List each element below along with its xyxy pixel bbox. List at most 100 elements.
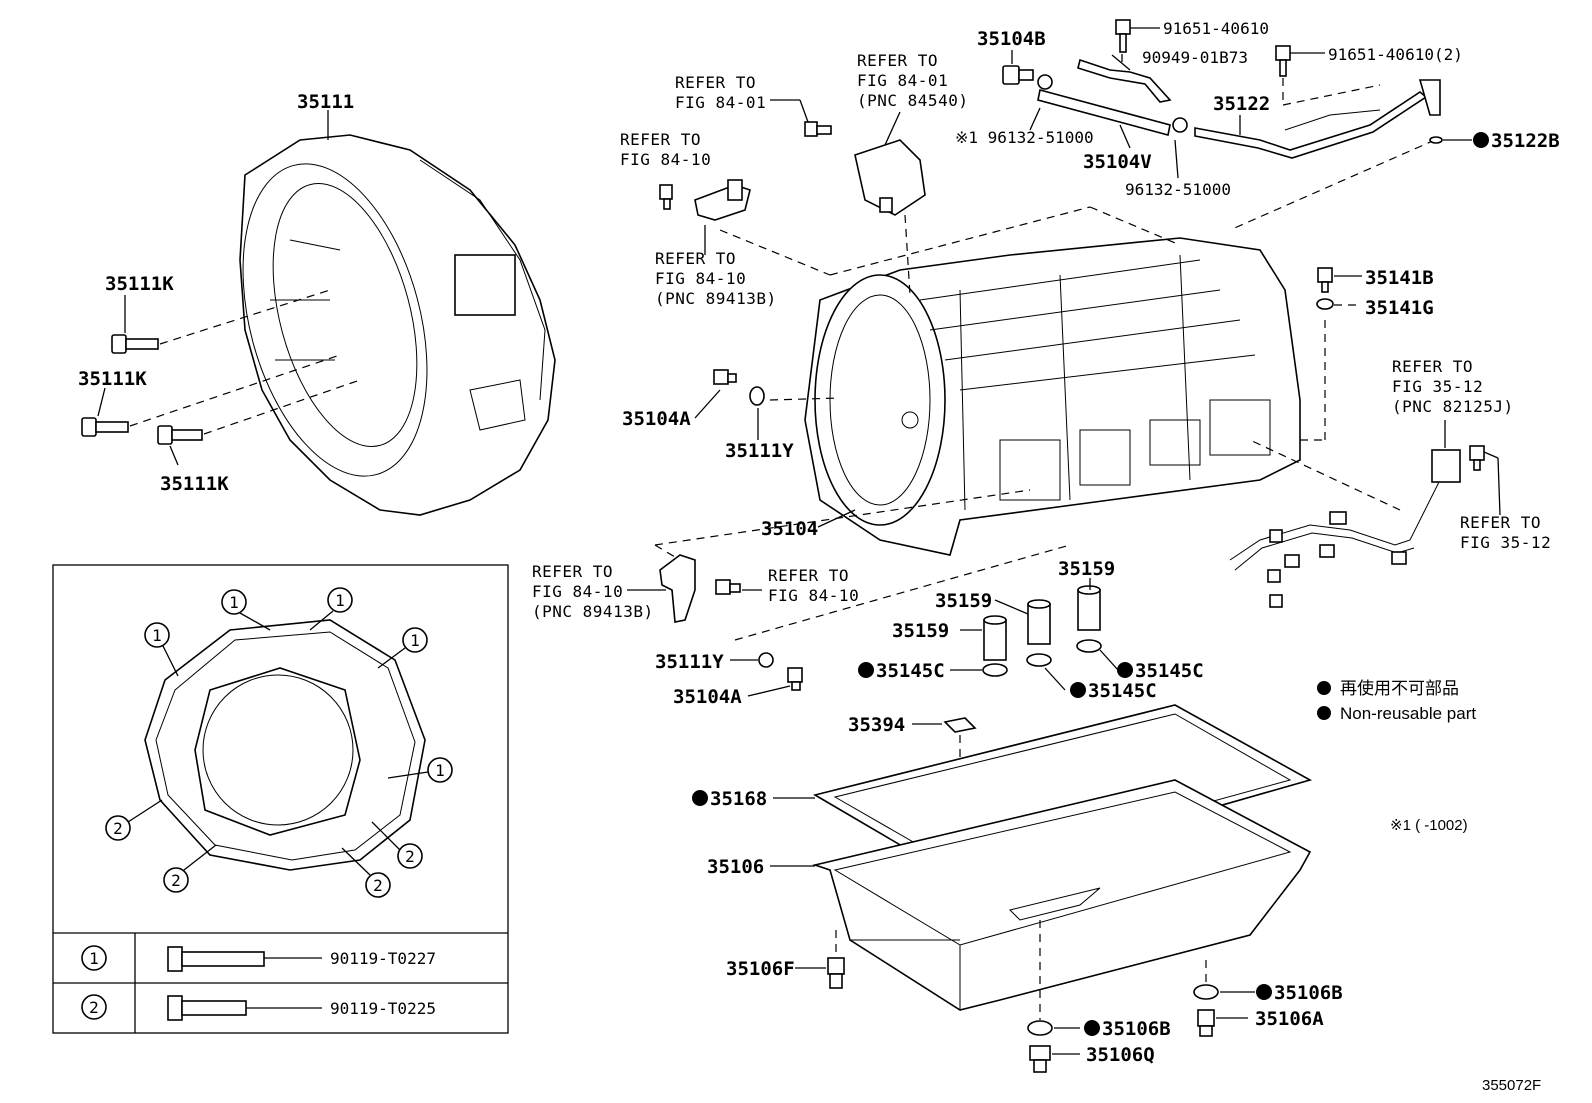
non-reusable-dot-icon — [1256, 984, 1272, 1000]
svg-text:FIG 35-12: FIG 35-12 — [1460, 533, 1551, 552]
gasket-35145c-icon — [1026, 653, 1052, 667]
label-35106q: 35106Q — [1086, 1044, 1155, 1066]
non-reusable-dot-icon — [1070, 682, 1086, 698]
label-35106b: 35106B — [1102, 1018, 1171, 1040]
svg-text:FIG 84-10: FIG 84-10 — [768, 586, 859, 605]
label-90949-01b73: 90949-01B73 — [1142, 48, 1248, 67]
gasket-35106b-icon — [1027, 1020, 1053, 1036]
label-91651-40610: 91651-40610 — [1163, 19, 1269, 38]
label-35122: 35122 — [1213, 93, 1270, 115]
transmission-case-drawing — [804, 237, 1301, 556]
svg-text:FIG 84-10: FIG 84-10 — [620, 150, 711, 169]
sleeve-35159-icon — [983, 615, 1007, 661]
label-35141g: 35141G — [1365, 297, 1434, 319]
label-35104a: 35104A — [622, 408, 691, 430]
bolt-84-01-icon — [804, 121, 832, 137]
sleeve-35159-icon — [1077, 585, 1101, 631]
label-35159: 35159 — [892, 620, 949, 642]
refer-fig-84-10-lower: REFER TO FIG 84-10 — [768, 566, 859, 605]
drain-plug-35106f-icon — [827, 957, 845, 989]
oring-35111y-lower-icon — [758, 652, 774, 668]
label-35394: 35394 — [848, 714, 905, 736]
label-35111k: 35111K — [105, 273, 174, 295]
label-35145c: 35145C — [1088, 680, 1157, 702]
label-35141b: 35141B — [1365, 267, 1434, 289]
legend: 再使用不可部品 Non-reusable part ※1 ( -1002) — [1317, 678, 1476, 834]
bolt-84-10-icon — [659, 184, 673, 210]
magnet-35394-icon — [943, 717, 977, 733]
refer-fig-84-10-pnc: REFER TO FIG 84-10 (PNC 89413B) — [655, 249, 777, 308]
part-labels: 35111 35111K 35111K 35111K 35104B 91651-… — [78, 19, 1560, 1066]
label-35145c: 35145C — [1135, 660, 1204, 682]
label-35104b: 35104B — [977, 28, 1046, 50]
legend-en: Non-reusable part — [1340, 704, 1476, 723]
svg-text:1: 1 — [229, 593, 239, 612]
gasket-35106b-icon — [1193, 984, 1219, 1000]
svg-text:REFER TO: REFER TO — [675, 73, 756, 92]
svg-text:(PNC 82125J): (PNC 82125J) — [1392, 397, 1514, 416]
non-reusable-dot-icon — [1317, 706, 1331, 720]
bolt-table-row: 1 90119-T0227 — [81, 945, 436, 972]
svg-text:2: 2 — [113, 819, 123, 838]
gasket-35141g-icon — [1316, 298, 1334, 310]
bolt-35111k-icon — [81, 417, 129, 437]
svg-text:REFER TO: REFER TO — [1460, 513, 1541, 532]
gasket-35145c-icon — [1076, 639, 1102, 653]
bolt-84-10-lower-icon — [715, 579, 741, 595]
label-35106f: 35106F — [726, 958, 795, 980]
svg-text:(PNC 89413B): (PNC 89413B) — [655, 289, 777, 308]
non-reusable-dot-icon — [858, 662, 874, 678]
footnote: ※1 ( -1002) — [1390, 817, 1468, 834]
svg-text:2: 2 — [171, 871, 181, 890]
wire-harness-icon — [1229, 449, 1461, 608]
refer-fig-84-01-pnc: REFER TO FIG 84-01 (PNC 84540) — [857, 51, 968, 110]
refer-fig-35-12-pnc: REFER TO FIG 35-12 (PNC 82125J) — [1392, 357, 1514, 416]
svg-text:REFER TO: REFER TO — [857, 51, 938, 70]
svg-text:(PNC 84540): (PNC 84540) — [857, 91, 968, 110]
svg-text:REFER TO: REFER TO — [620, 130, 701, 149]
non-reusable-dot-icon — [1473, 132, 1489, 148]
plug-35104a-icon — [713, 369, 737, 385]
label-35106: 35106 — [707, 856, 764, 878]
label-35111y: 35111Y — [725, 440, 794, 462]
svg-text:2: 2 — [405, 847, 415, 866]
label-35111k: 35111K — [160, 473, 229, 495]
label-35159: 35159 — [935, 590, 992, 612]
bolt-35111k-icon — [111, 334, 159, 354]
legend-jp: 再使用不可部品 — [1340, 678, 1459, 698]
svg-text:REFER TO: REFER TO — [1392, 357, 1473, 376]
inset-markers: 1 1 1 1 1 2 2 2 2 — [105, 587, 453, 898]
refer-fig-84-10-lower-pnc: REFER TO FIG 84-10 (PNC 89413B) — [532, 562, 653, 621]
svg-text:1: 1 — [410, 631, 420, 650]
plug-35106q-icon — [1029, 1045, 1051, 1073]
svg-text:1: 1 — [152, 626, 162, 645]
svg-text:REFER TO: REFER TO — [532, 562, 613, 581]
svg-text:REFER TO: REFER TO — [655, 249, 736, 268]
refer-fig-84-10: REFER TO FIG 84-10 — [620, 130, 711, 169]
label-35111: 35111 — [297, 91, 354, 113]
non-reusable-dot-icon — [1117, 662, 1133, 678]
bolt-91651-icon — [1115, 19, 1131, 53]
sleeve-35159-icon — [1027, 599, 1051, 645]
label-35122b: 35122B — [1491, 130, 1560, 152]
oring-35111y-icon — [749, 386, 765, 406]
label-35111y: 35111Y — [655, 651, 724, 673]
refer-to-notes: REFER TO FIG 84-01 REFER TO FIG 84-01 (P… — [532, 51, 1551, 621]
label-35104: 35104 — [761, 518, 818, 540]
illustration-id: 355072F — [1482, 1077, 1541, 1094]
label-35104v: 35104V — [1083, 151, 1152, 173]
svg-text:FIG 35-12: FIG 35-12 — [1392, 377, 1483, 396]
label-35106a: 35106A — [1255, 1008, 1324, 1030]
label-35104a: 35104A — [673, 686, 742, 708]
label-96132-51000: 96132-51000 — [1125, 180, 1231, 199]
bell-housing-drawing — [239, 134, 556, 516]
svg-text:FIG 84-10: FIG 84-10 — [532, 582, 623, 601]
bolt-91651-icon — [1275, 45, 1291, 77]
svg-text:1: 1 — [89, 949, 99, 968]
svg-text:90119-T0225: 90119-T0225 — [330, 999, 436, 1018]
svg-text:90119-T0227: 90119-T0227 — [330, 949, 436, 968]
bolt-35111k-icon — [157, 425, 203, 445]
refer-fig-35-12: REFER TO FIG 35-12 — [1460, 513, 1551, 552]
label-91651-40610-2: 91651-40610(2) — [1328, 45, 1463, 64]
label-35159: 35159 — [1058, 558, 1115, 580]
